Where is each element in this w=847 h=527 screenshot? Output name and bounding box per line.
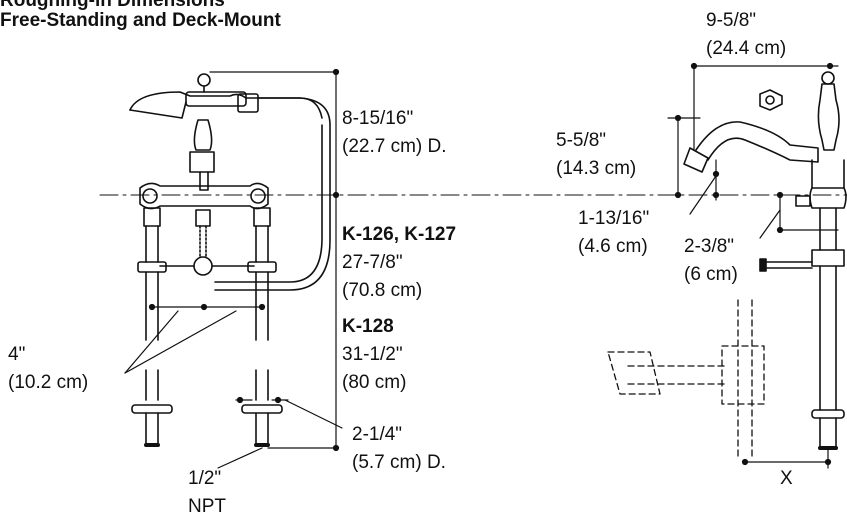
inlet-drop-dimension xyxy=(759,191,839,239)
x-dimension-label: X xyxy=(780,468,793,489)
spout-reach-dimension xyxy=(690,62,839,151)
spout-reach-metric-label: (24.4 cm) xyxy=(706,38,787,59)
spout-offset-dimension xyxy=(689,159,720,215)
front-view-faucet xyxy=(129,73,331,447)
models-a-metric-label: (70.8 cm) xyxy=(342,280,423,301)
npt-size-label: 1/2" xyxy=(188,468,222,489)
side-view-faucet xyxy=(683,71,847,450)
spout-offset-metric-label: (4.6 cm) xyxy=(578,236,648,257)
title-line-2: Free-Standing and Deck-Mount xyxy=(0,10,281,31)
inlet-drop-imperial-label: 2-3/8" xyxy=(684,236,735,257)
leg-diameter-dimension xyxy=(235,396,343,429)
spout-offset-imperial-label: 1-13/16" xyxy=(578,208,650,229)
leg-diameter-metric-label: (5.7 cm) D. xyxy=(352,452,446,473)
title-line-1: Roughing-in Dimensions xyxy=(0,0,225,11)
spout-reach-imperial-label: 9-5/8" xyxy=(706,10,757,31)
models-b-metric-label: (80 cm) xyxy=(342,372,407,393)
drain-pipe xyxy=(607,299,765,461)
models-b-imperial-label: 31-1/2" xyxy=(342,344,403,365)
models-a-label: K-126, K-127 xyxy=(342,224,457,245)
leg-spacing-metric-label: (10.2 cm) xyxy=(8,372,89,393)
spout-height-dimension xyxy=(667,114,701,199)
models-a-imperial-label: 27-7/8" xyxy=(342,252,403,273)
npt-leader xyxy=(217,447,263,469)
spout-height-metric-label: (14.3 cm) xyxy=(556,158,637,179)
height-dimension xyxy=(209,68,340,452)
npt-label: NPT xyxy=(188,496,226,517)
leg-spacing-dimension xyxy=(124,303,266,374)
height-metric-label: (22.7 cm) D. xyxy=(342,136,447,157)
height-imperial-label: 8-15/16" xyxy=(342,108,414,129)
inlet-drop-metric-label: (6 cm) xyxy=(684,264,738,285)
spout-height-imperial-label: 5-5/8" xyxy=(556,130,607,151)
leg-diameter-imperial-label: 2-1/4" xyxy=(352,424,403,445)
x-dimension xyxy=(741,447,832,469)
models-b-label: K-128 xyxy=(342,316,394,337)
leg-spacing-imperial-label: 4" xyxy=(8,344,26,365)
